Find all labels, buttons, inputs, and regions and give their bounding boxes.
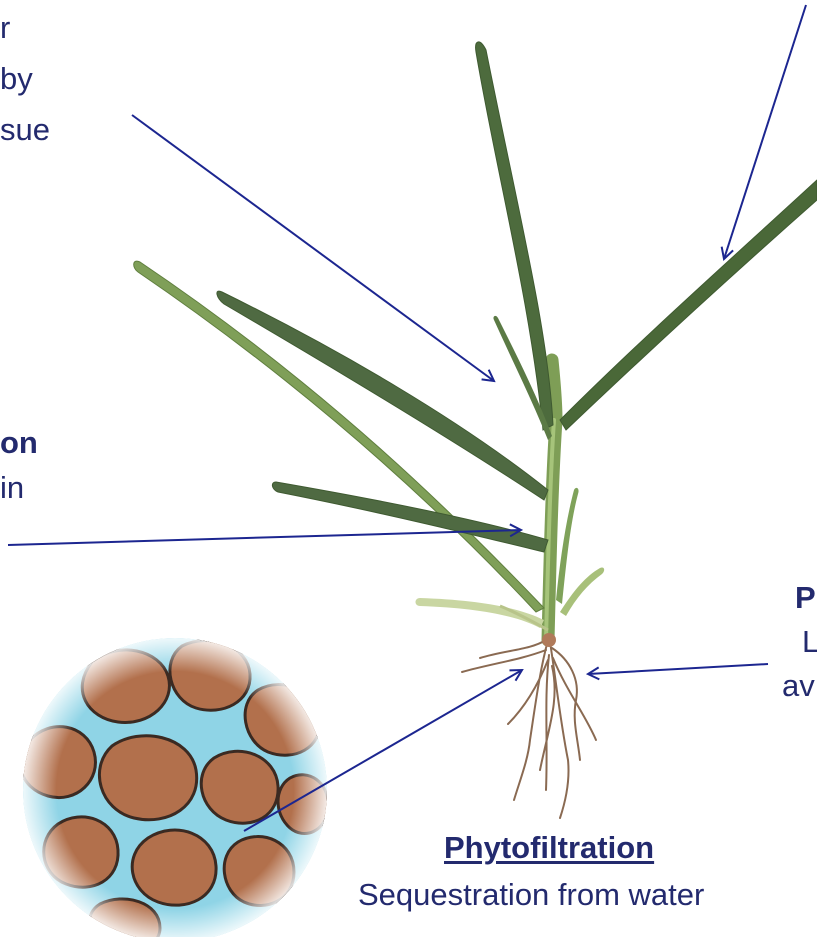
leaf-lower-short [272,482,548,552]
top-left-label-line2: by [0,61,33,97]
phytofiltration-title: Phytofiltration [444,830,654,866]
mid-left-label-title: on [0,425,38,461]
right-label-title: P [795,580,816,616]
leaf-right [560,180,817,430]
arrow-to-roots-right [588,664,768,674]
arrow-to-stem-left [8,530,521,545]
mid-left-label-text: in [0,470,24,506]
phytofiltration-text: Sequestration from water [358,877,704,913]
plant-roots [462,640,596,818]
right-label-line1: L [802,624,817,660]
top-left-label-line3: sue [0,112,50,148]
right-label-line2: av [782,668,815,704]
leaf-lower-left [134,261,544,612]
top-left-label-line1: r [0,10,10,46]
leaf-central [476,42,553,430]
soil-water-circle-image [20,638,328,937]
